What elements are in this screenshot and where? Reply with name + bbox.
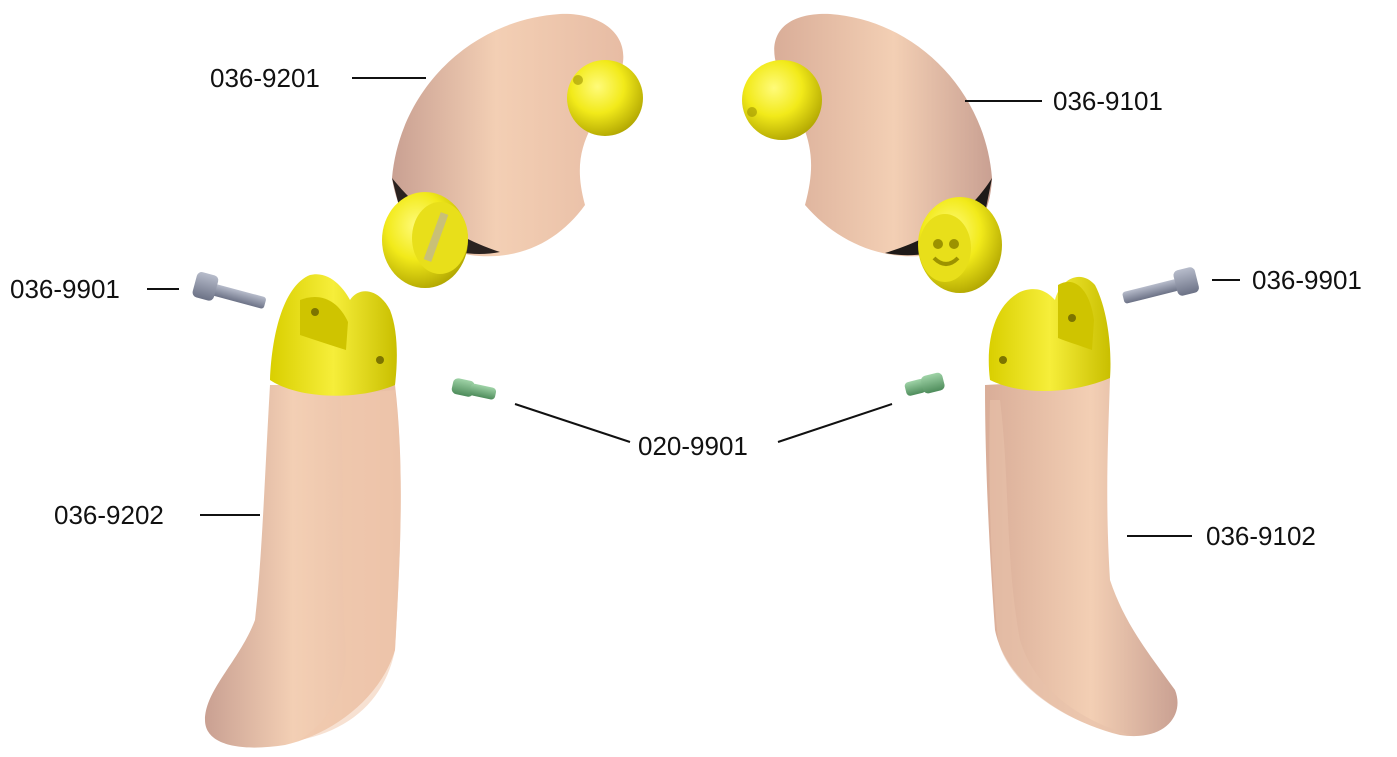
left-pin-part: [451, 377, 497, 402]
right-pin-part: [903, 372, 945, 399]
left-screw-part: [191, 271, 268, 315]
right-thigh-part: [742, 14, 1002, 293]
leader-pin-left: [515, 404, 630, 442]
label-left-shin: 036-9202: [54, 500, 164, 530]
left-thigh-part: [382, 14, 643, 288]
label-pin: 020-9901: [638, 431, 748, 461]
label-right-shin: 036-9102: [1206, 521, 1316, 551]
label-right-screw: 036-9901: [1252, 265, 1362, 295]
label-left-screw: 036-9901: [10, 274, 120, 304]
right-screw-part: [1120, 266, 1200, 310]
label-left-thigh: 036-9201: [210, 63, 320, 93]
right-shin-part: [985, 277, 1178, 736]
leader-pin-right: [778, 404, 892, 442]
label-right-thigh: 036-9101: [1053, 86, 1163, 116]
left-shin-part: [205, 274, 401, 747]
